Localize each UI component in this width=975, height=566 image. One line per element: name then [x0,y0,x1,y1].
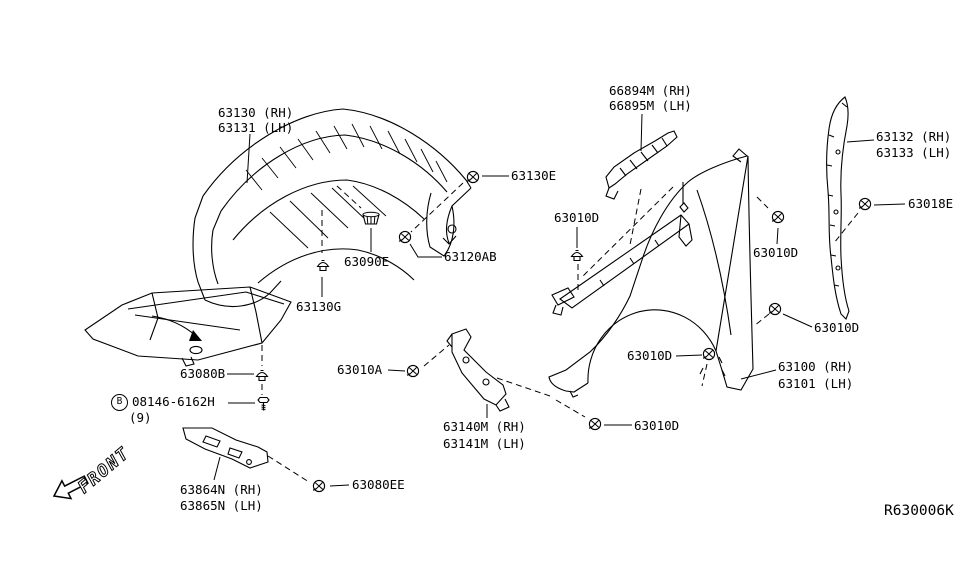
clip-icon-63130g [316,259,330,272]
front-label: FRONT [74,443,134,498]
part-label-63130g: 63130G [296,299,342,314]
clip-icon-63018e [858,197,872,211]
part-label-seal-lh: 63133 (LH) [876,145,952,160]
clip-icon-63010d-a [570,249,584,262]
part-label-63010d-b: 63010D [753,245,799,260]
bracket-drawing [446,328,510,412]
install-direction-arrow [151,315,197,337]
under-cover-drawing [84,286,292,367]
air-guide-drawing [182,427,269,469]
part-label-cowl-rh: 66894M (RH) [609,83,692,98]
front-marker: FRONT [52,443,135,500]
part-label-fender-rh: 63100 (RH) [778,359,854,374]
clip-icon-63010a [406,364,420,378]
ribbed-grommet-icon-63090e [362,211,380,225]
screw-icon-63080ee [312,479,326,493]
part-label-63120ab: 63120AB [444,249,497,264]
fender-drawing [548,148,754,398]
part-label-63010d-d: 63010D [627,348,673,363]
attachment-lines [261,182,859,483]
side-seal-drawing [826,96,850,320]
part-label-63080ee: 63080EE [352,477,405,492]
liner-hatching [245,123,448,249]
part-label-airguide-lh: 63865N (LH) [180,498,263,513]
bolt-quantity: (9) [129,410,152,425]
part-label-protector-rh: 63130 (RH) [218,105,294,120]
part-label-seal-rh: 63132 (RH) [876,129,952,144]
part-label-protector-lh: 63131 (LH) [218,120,294,135]
clip-icon-63010d-c [768,302,782,316]
circled-b-marker: B [111,394,128,411]
part-label-63130e: 63130E [511,168,557,183]
part-label-airguide-rh: 63864N (RH) [180,482,263,497]
part-label-bolt: B 08146-6162H [111,394,215,411]
cowl-extension-drawing [605,130,678,200]
screw-icon-63120ab [398,230,412,244]
clip-icon-63010d-e [588,417,602,431]
clip-icon-63010d-d [702,347,716,361]
fender-protector-drawing [192,108,472,307]
part-label-63010a: 63010A [337,362,383,377]
part-label-fender-lh: 63101 (LH) [778,376,854,391]
bolt-icon-08146 [257,396,270,412]
part-label-bracket-lh: 63141M (LH) [443,436,526,451]
grommet-screw-icon-63130e [466,170,480,184]
part-label-63080b: 63080B [180,366,226,381]
part-label-cowl-lh: 66895M (LH) [609,98,692,113]
clip-icon-63080b [255,369,269,382]
part-label-63090e: 63090E [344,254,390,269]
bolt-part-number: 08146-6162H [132,394,215,410]
leader-lines [213,113,906,487]
diagram-reference-code: R630006K [884,503,954,519]
part-label-63010d-a: 63010D [554,210,600,225]
clip-icon-63010d-b [771,210,785,224]
front-arrow-icon [52,475,89,500]
fender-stay-drawing [551,182,693,316]
part-label-63010d-e: 63010D [634,418,680,433]
part-label-63018e: 63018E [908,196,954,211]
part-label-bracket-rh: 63140M (RH) [443,419,526,434]
part-label-63010d-c: 63010D [814,320,860,335]
